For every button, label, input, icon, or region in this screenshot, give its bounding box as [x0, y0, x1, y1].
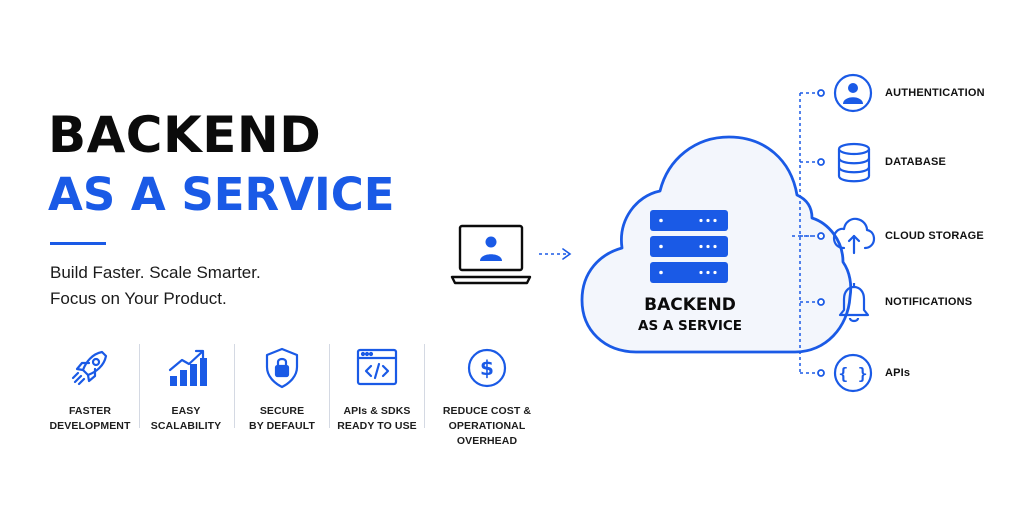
bell-icon — [838, 283, 870, 323]
cloud-upload-icon — [832, 217, 876, 255]
braces-icon: { } — [833, 353, 873, 393]
feature-divider — [234, 344, 235, 428]
title-line-2: AS A SERVICE — [48, 168, 395, 221]
svg-text:{ }: { } — [839, 364, 868, 383]
laptop-to-cloud-arrow — [539, 248, 572, 260]
service-label-cloud-storage: CLOUD STORAGE — [885, 230, 984, 242]
database-icon — [837, 142, 871, 183]
growth-chart-icon — [162, 344, 210, 397]
service-label-notifications: NOTIFICATIONS — [885, 296, 973, 308]
shield-lock-icon — [258, 344, 306, 397]
feature-divider — [329, 344, 330, 428]
feature-secure-by-default: SECURE BY DEFAULT — [238, 340, 326, 440]
cloud-label-line-1: BACKEND — [644, 295, 736, 315]
feature-label: REDUCE COST & OPERATIONAL OVERHEAD — [442, 405, 532, 447]
feature-label: EASY SCALABILITY — [150, 405, 222, 432]
title-line-1: BACKEND — [48, 106, 322, 164]
feature-label: APIs & SDKS READY TO USE — [337, 405, 417, 432]
cloud-label-line-2: AS A SERVICE — [638, 318, 742, 334]
service-label-apis: APIs — [885, 367, 911, 379]
service-label-authentication: AUTHENTICATION — [885, 87, 985, 99]
connector-dots — [817, 89, 825, 377]
tagline-line-1: Build Faster. Scale Smarter. — [50, 263, 261, 282]
svg-text:$: $ — [480, 356, 494, 380]
feature-divider — [139, 344, 140, 428]
feature-reduce-cost: $ REDUCE COST & OPERATIONAL OVERHEAD — [420, 340, 554, 447]
laptop-user-icon — [480, 236, 502, 261]
tagline-line-2: Focus on Your Product. — [50, 289, 227, 308]
server-stack-icon — [650, 210, 728, 283]
feature-label: FASTER DEVELOPMENT — [49, 405, 131, 432]
title-underline — [50, 242, 106, 245]
service-label-database: DATABASE — [885, 156, 947, 168]
feature-apis-sdks: APIs & SDKS READY TO USE — [332, 340, 422, 440]
code-window-icon — [353, 344, 401, 397]
feature-label: SECURE BY DEFAULT — [249, 405, 315, 432]
feature-faster-development: FASTER DEVELOPMENT — [44, 340, 136, 440]
rocket-icon — [66, 344, 114, 397]
user-icon — [833, 73, 873, 113]
feature-divider — [424, 344, 425, 428]
feature-row: FASTER DEVELOPMENT EASY SCALABILITY — [44, 340, 564, 447]
service-connector-lines — [792, 92, 818, 374]
dollar-coin-icon: $ — [463, 344, 511, 397]
feature-easy-scalability: EASY SCALABILITY — [142, 340, 230, 440]
laptop-icon — [450, 224, 532, 285]
